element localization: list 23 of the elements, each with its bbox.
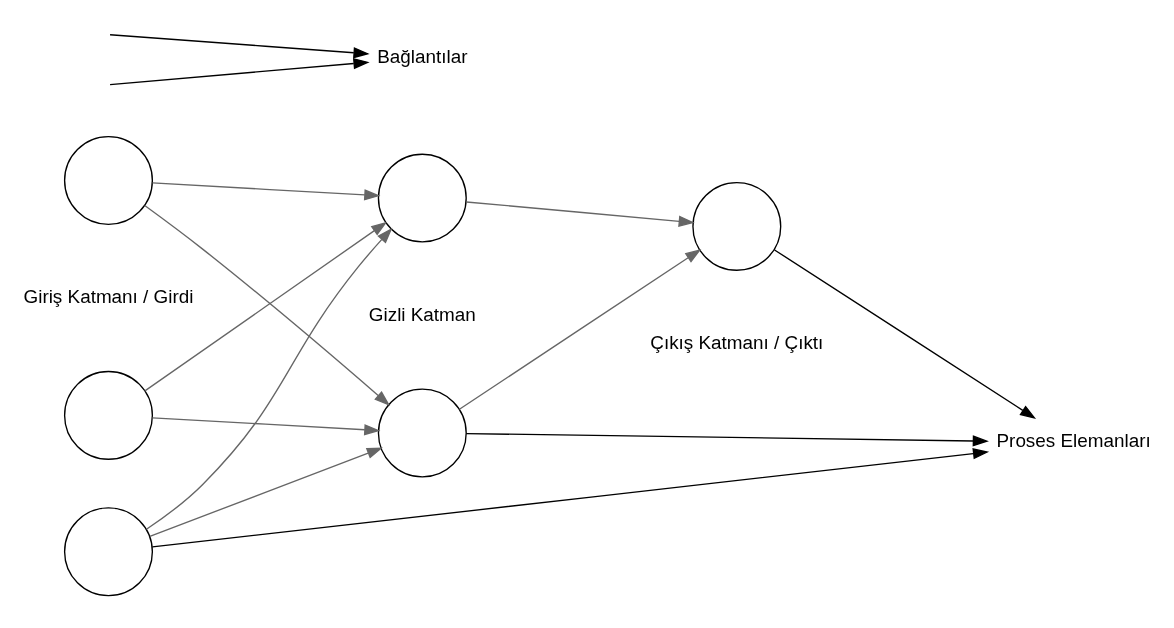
node-circle	[377, 387, 467, 477]
arrow	[465, 432, 989, 447]
arrow	[458, 248, 702, 410]
arrow	[151, 447, 990, 548]
node-circle	[63, 506, 154, 596]
arrow	[149, 446, 383, 537]
label: Gizli Katman	[368, 303, 476, 325]
label: Giriş Katmanı / Girdi	[23, 285, 194, 307]
arrow	[773, 248, 1037, 419]
arrow	[151, 416, 381, 435]
node-text: Bağlantılar	[377, 45, 468, 67]
arrow	[145, 227, 393, 530]
arrow	[109, 33, 370, 58]
node-text: Proses Elemanları	[996, 429, 1151, 451]
node-circle	[63, 370, 154, 460]
arrow	[151, 181, 381, 201]
node-circle	[63, 135, 154, 225]
arrow	[144, 204, 391, 406]
arrow	[144, 221, 388, 392]
arrow	[465, 200, 695, 227]
label: Çıkış Katmanı / Çıktı	[650, 331, 824, 353]
node-circle	[692, 181, 782, 271]
arrow	[109, 57, 370, 85]
